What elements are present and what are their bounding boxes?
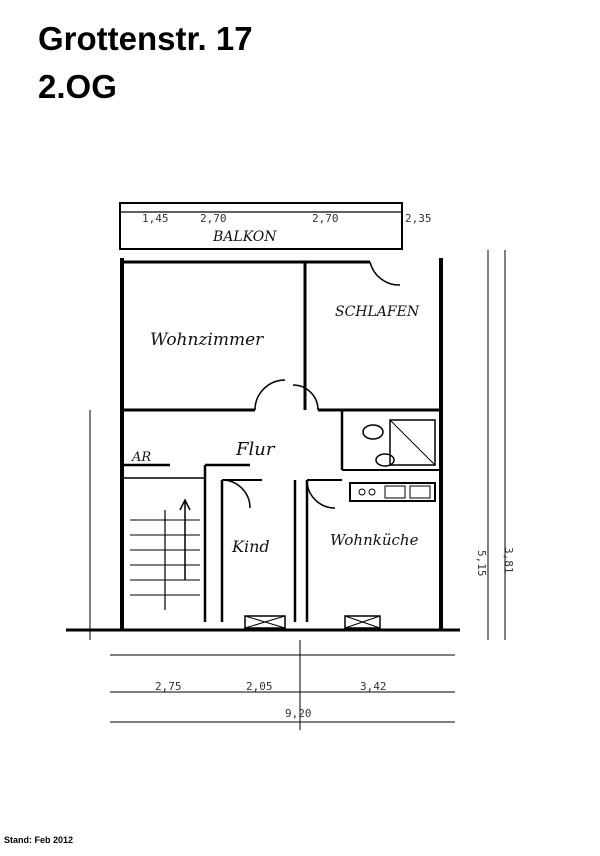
dim-bottom-2: 2,05 bbox=[246, 680, 273, 693]
room-labels: BALKON SCHLAFEN Wohnzimmer Flur AR Kind … bbox=[131, 229, 420, 556]
room-label-kind: Kind bbox=[231, 537, 270, 556]
dim-top-4: 2,35 bbox=[405, 212, 432, 225]
room-label-ar: AR bbox=[131, 450, 151, 465]
dim-right-1: 5,15 bbox=[475, 550, 488, 577]
dim-bottom-1: 2,75 bbox=[155, 680, 182, 693]
dim-top-3: 2,70 bbox=[312, 212, 339, 225]
balcony-outline bbox=[119, 202, 403, 250]
dim-top-2: 2,70 bbox=[200, 212, 227, 225]
dim-total: 9,20 bbox=[285, 707, 312, 720]
room-label-flur: Flur bbox=[235, 439, 276, 460]
dim-top-1: 1,45 bbox=[142, 212, 169, 225]
room-label-wohnkueche: Wohnküche bbox=[330, 531, 419, 549]
kitchen-counter bbox=[349, 482, 436, 502]
room-label-schlafen: SCHLAFEN bbox=[335, 304, 420, 320]
address-title: Grottenstr. 17 bbox=[38, 20, 253, 57]
dim-bottom-3: 3,42 bbox=[360, 680, 387, 693]
walls bbox=[66, 202, 506, 730]
dimension-labels: 1,45 2,70 2,70 2,35 5,15 3,81 2,75 2,05 … bbox=[142, 212, 515, 720]
stand-date: Stand: Feb 2012 bbox=[4, 835, 74, 845]
dim-right-2: 3,81 bbox=[502, 547, 515, 574]
room-label-balkon: BALKON bbox=[212, 229, 277, 245]
staircase bbox=[130, 498, 200, 610]
room-label-wohnzimmer: Wohnzimmer bbox=[150, 330, 264, 350]
floor-title: 2.OG bbox=[38, 68, 117, 105]
bathroom-fixtures bbox=[362, 419, 436, 467]
